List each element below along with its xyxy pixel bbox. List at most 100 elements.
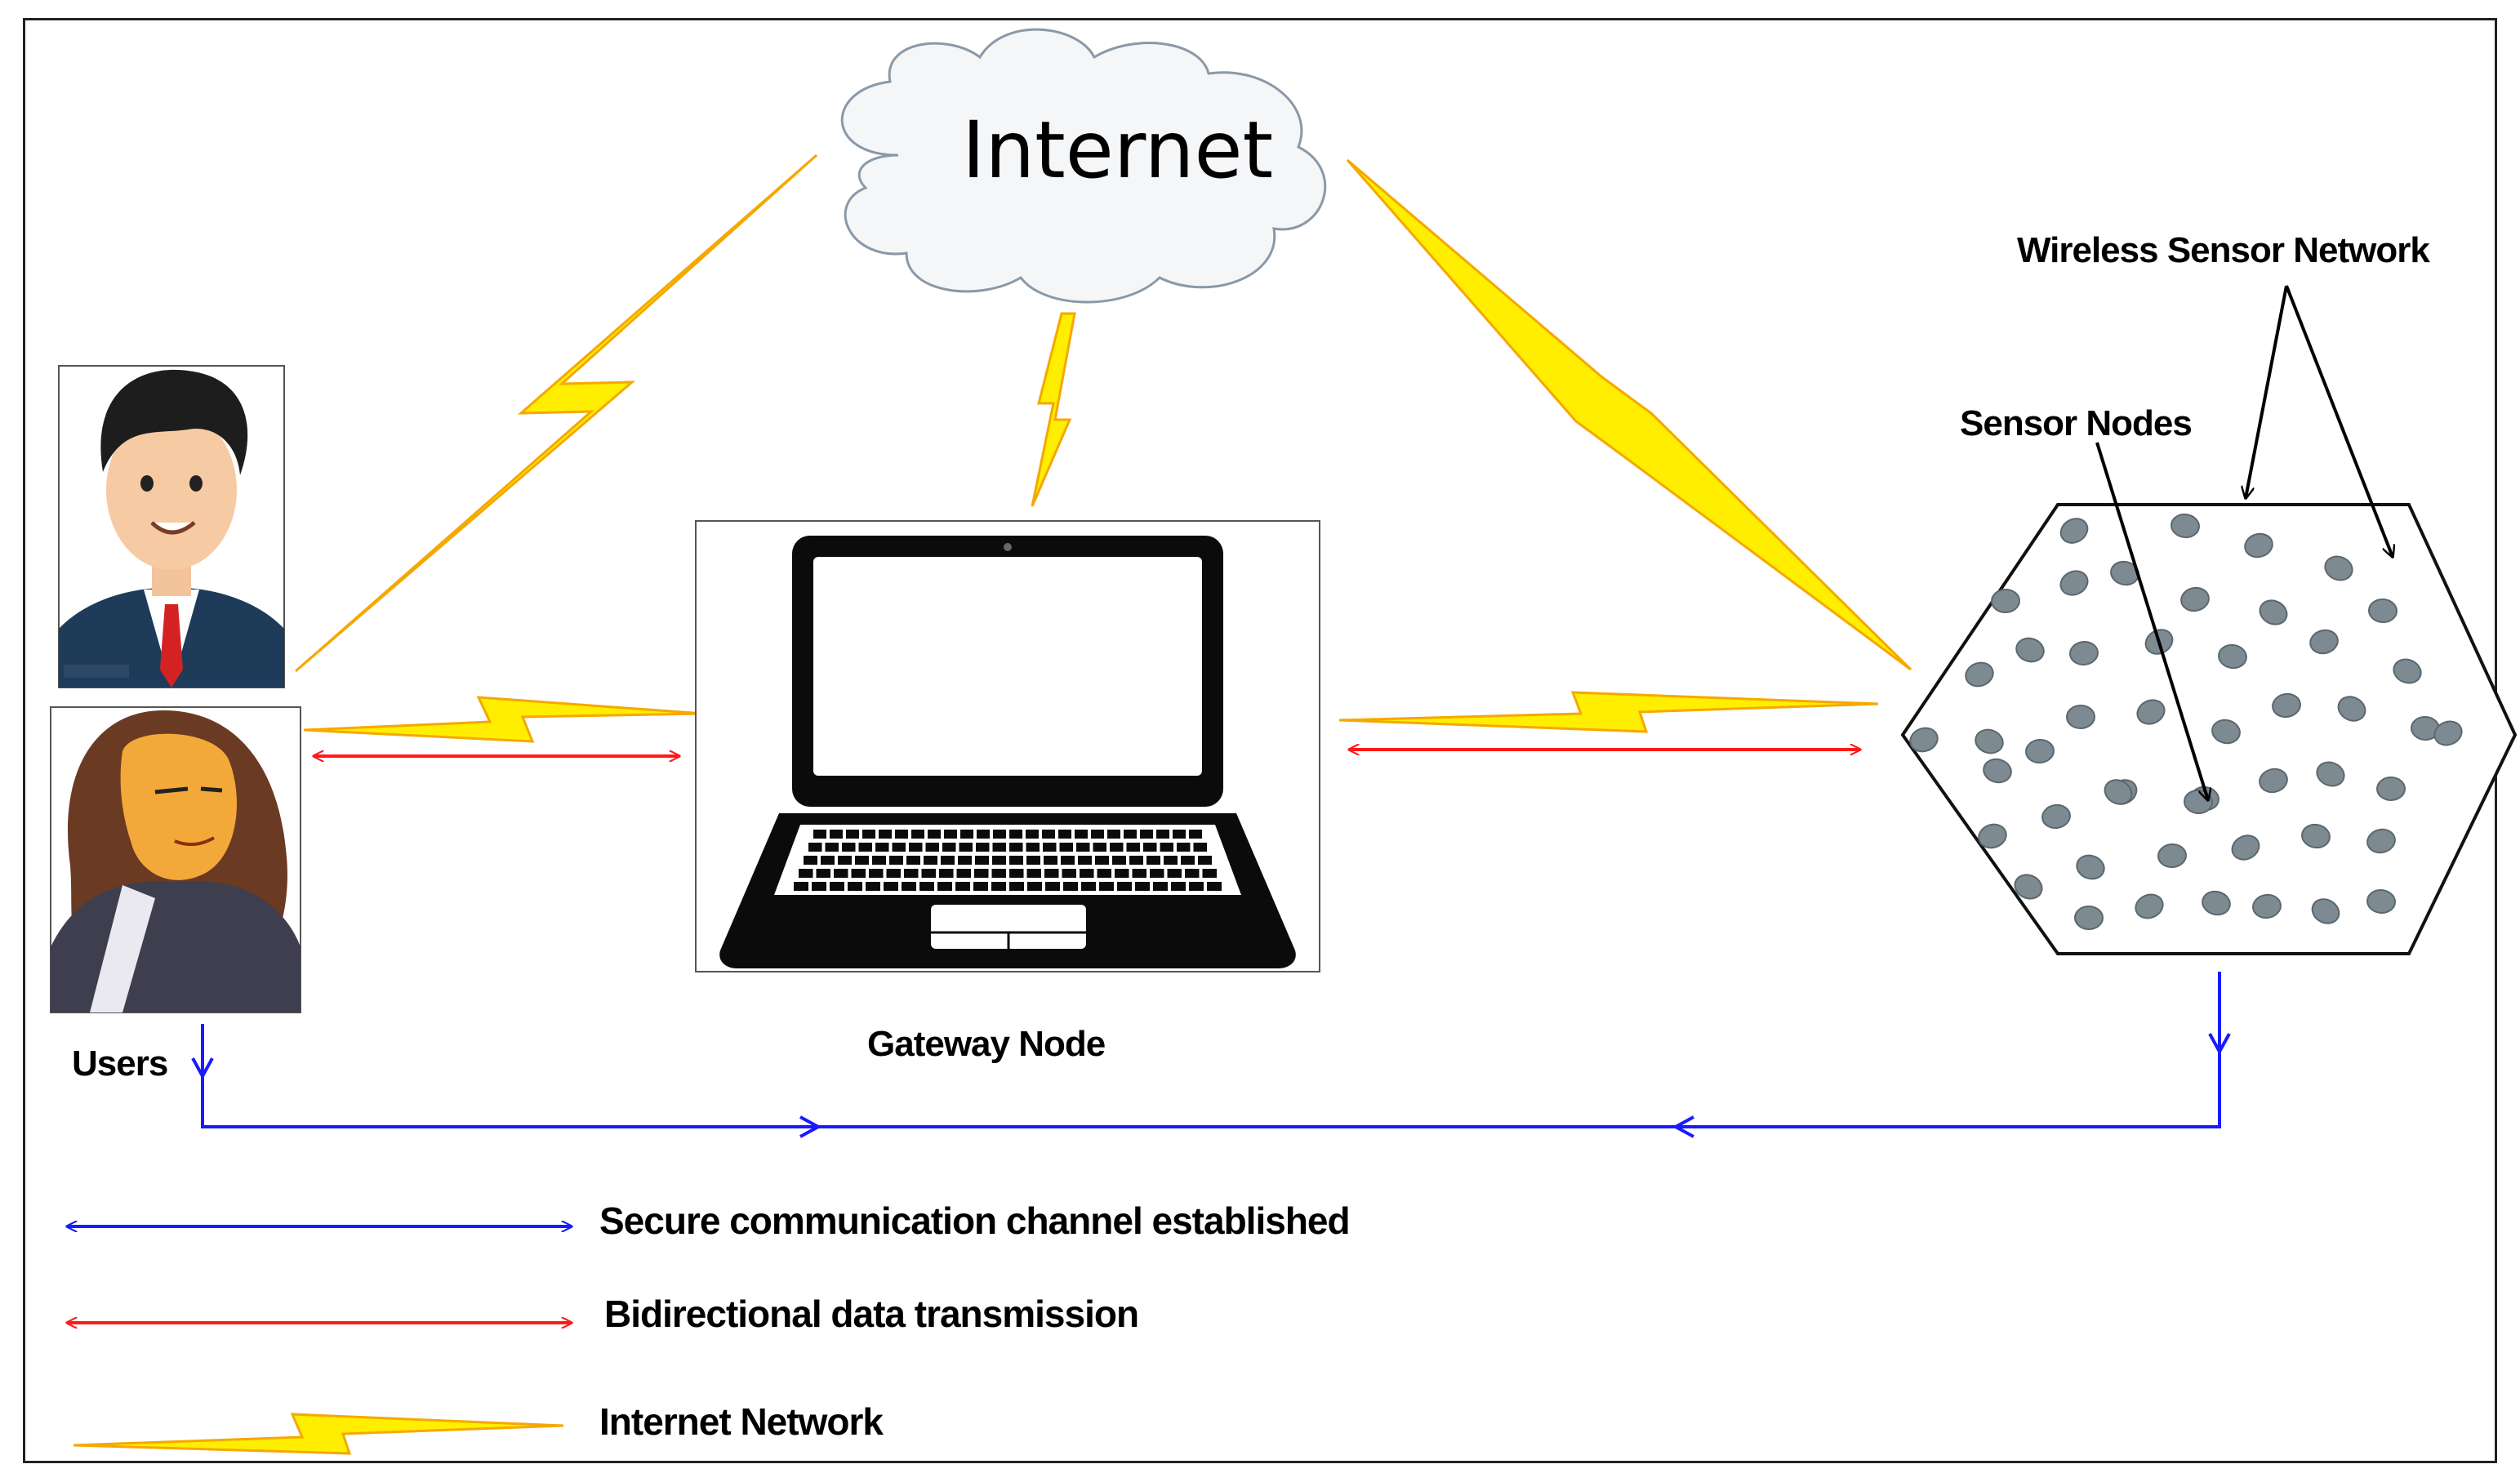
sensor-node-icon <box>2272 692 2301 719</box>
keyboard-key <box>991 869 1006 878</box>
keyboard-key <box>1117 882 1132 891</box>
keyboard-key <box>813 830 826 839</box>
keyboard-key <box>1112 856 1126 865</box>
keyboard-key <box>1207 882 1222 891</box>
keyboard-key <box>862 830 875 839</box>
keyboard-key <box>1026 869 1041 878</box>
sensor-node-icon <box>2368 598 2398 624</box>
user-woman-avatar <box>50 706 301 1013</box>
sensor-node-icon <box>1978 823 2007 849</box>
sensor-node-icon <box>2104 779 2133 805</box>
keyboard-key <box>1153 882 1168 891</box>
keyboard-key <box>879 830 892 839</box>
keyboard-key <box>1080 869 1094 878</box>
keyboard-key <box>869 869 884 878</box>
keyboard-key <box>1009 869 1024 878</box>
keyboard-key <box>1129 856 1143 865</box>
keyboard-key <box>1110 843 1124 852</box>
sensor-callout-arrow <box>2095 442 2208 800</box>
keyboard-key <box>958 856 972 865</box>
sensor-node-icon <box>1965 661 1994 688</box>
sensor-node-icon <box>1991 588 2020 614</box>
sensor-node-icon <box>2259 768 2288 794</box>
keyboard-key <box>993 830 1006 839</box>
keyboard-key <box>1181 856 1195 865</box>
keyboard-key <box>1062 869 1076 878</box>
keyboard-key <box>1026 843 1040 852</box>
keyboard-key <box>1076 843 1090 852</box>
lightning-user-internet <box>295 154 818 673</box>
sensor-node-icon <box>2252 893 2282 919</box>
keyboard-key <box>928 830 941 839</box>
keyboard-key <box>1185 869 1200 878</box>
keyboard-key <box>1061 856 1075 865</box>
keyboard-key <box>911 830 924 839</box>
sensor-node-icon <box>2157 843 2187 869</box>
keyboard-key <box>855 856 869 865</box>
keyboard-key <box>939 869 954 878</box>
keyboard-key <box>1143 843 1157 852</box>
sensor-node-icon <box>2324 555 2353 581</box>
keyboard-key <box>1124 830 1137 839</box>
legend-internet-network-text: Internet Network <box>599 1400 884 1443</box>
keyboard-key <box>1107 830 1120 839</box>
keyboard-key <box>906 856 920 865</box>
keyboard-key <box>1045 882 1060 891</box>
keyboard-key <box>1091 830 1104 839</box>
keyboard-key <box>1135 882 1150 891</box>
keyboard-key <box>1009 856 1023 865</box>
keyboard-key <box>851 869 866 878</box>
keyboard-key <box>1026 856 1040 865</box>
keyboard-key <box>830 882 844 891</box>
sensor-node-icon <box>1975 728 2004 754</box>
keyboard-key <box>942 843 956 852</box>
keyboard-key <box>1093 843 1106 852</box>
keyboard-key <box>1140 830 1153 839</box>
laptop-keyboard <box>794 830 1222 891</box>
keyboard-key <box>1173 830 1186 839</box>
keyboard-key <box>991 882 1006 891</box>
keyboard-key <box>895 830 908 839</box>
keyboard-key <box>944 830 957 839</box>
sensor-node-icon <box>2311 898 2340 924</box>
keyboard-key <box>941 856 955 865</box>
keyboard-key <box>892 843 906 852</box>
sensor-node-icon <box>2393 658 2422 684</box>
keyboard-key <box>977 830 990 839</box>
keyboard-key <box>992 843 1006 852</box>
users-label: Users <box>72 1044 168 1084</box>
keyboard-key <box>973 882 988 891</box>
keyboard-key <box>1189 830 1202 839</box>
sensor-node-icon <box>2076 854 2105 880</box>
keyboard-key <box>1044 869 1059 878</box>
keyboard-key <box>872 856 886 865</box>
sensor-node-icon <box>2059 570 2089 596</box>
keyboard-key <box>1009 843 1023 852</box>
sensor-node-icon <box>2316 761 2345 787</box>
keyboard-key <box>842 843 856 852</box>
keyboard-key <box>886 869 901 878</box>
legend-bidirectional-text: Bidirectional data transmission <box>604 1293 1139 1335</box>
keyboard-key <box>838 856 852 865</box>
sensor-node-icon <box>2301 823 2331 849</box>
keyboard-key <box>1009 830 1022 839</box>
keyboard-key <box>955 882 970 891</box>
internet-cloud-icon <box>840 28 1327 304</box>
sensor-node-icon <box>2211 719 2241 745</box>
keyboard-key <box>1189 882 1204 891</box>
keyboard-key <box>919 882 934 891</box>
keyboard-key <box>816 869 830 878</box>
keyboard-key <box>1202 869 1217 878</box>
legend-lightning-icon <box>73 1413 564 1455</box>
sensor-node-icon <box>2059 518 2089 544</box>
sensor-node-icon <box>2066 704 2095 730</box>
keyboard-key <box>1058 830 1071 839</box>
keyboard-key <box>1160 843 1173 852</box>
keyboard-key <box>960 830 973 839</box>
keyboard-key <box>834 869 848 878</box>
sensor-node-icon <box>2218 643 2247 670</box>
lightning-gateway-internet <box>1031 312 1076 507</box>
sensor-node-icon <box>1983 758 2012 784</box>
keyboard-key <box>1177 843 1191 852</box>
